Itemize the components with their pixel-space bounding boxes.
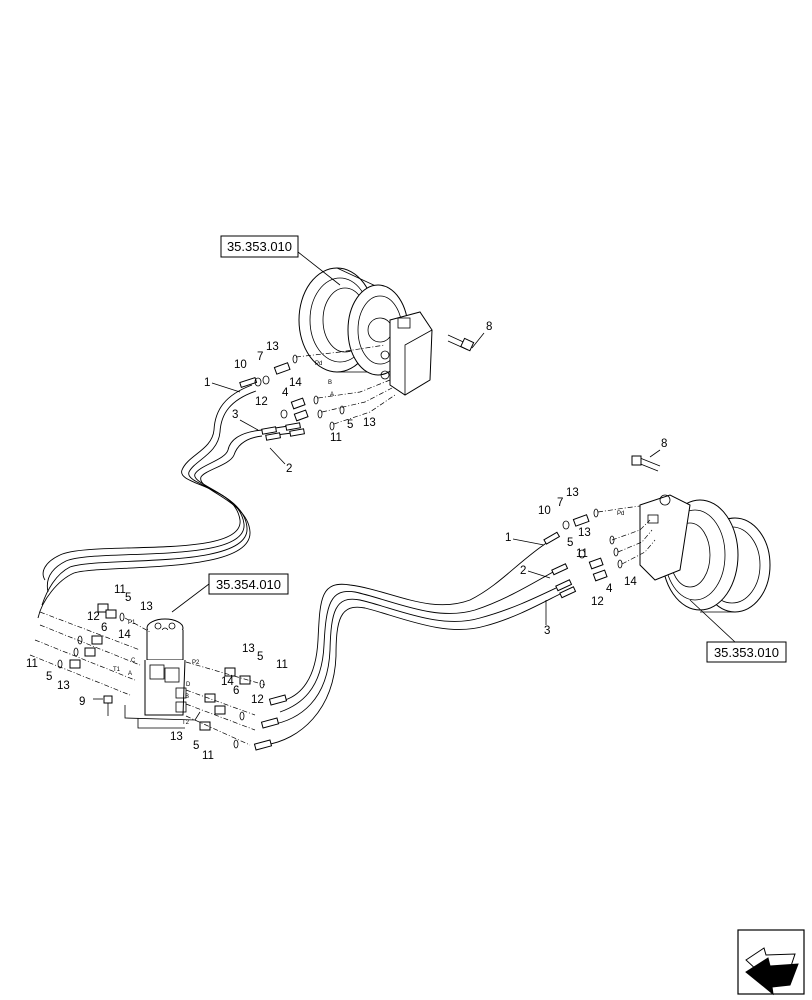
callouts-lower: 1 2 3 4 5 7 8 10 11 12 13 13 14 (505, 438, 667, 637)
callout: 13 (242, 643, 255, 655)
callout: 13 (140, 601, 153, 613)
callout: 11 (26, 658, 38, 670)
callout: 13 (266, 341, 279, 353)
callout: 9 (79, 696, 85, 708)
callouts-left-rotary: 11 5 13 12 6 14 11 5 13 9 (26, 584, 153, 708)
callout: 5 (193, 740, 199, 752)
callout: 13 (170, 731, 183, 743)
callout: 11 (276, 659, 288, 671)
callout: 7 (557, 497, 563, 509)
ref-box-motor-upper[interactable]: 35.353.010 (220, 235, 341, 286)
hose-fittings-upper (239, 376, 305, 441)
callout: 3 (232, 409, 238, 421)
callout: 14 (118, 629, 131, 641)
callout: 7 (257, 351, 263, 363)
ref-label-motor-lower[interactable]: 35.353.010 (714, 645, 779, 660)
callout: 6 (101, 622, 107, 634)
callout: 13 (578, 527, 591, 539)
hose-fittings-lower (253, 531, 577, 751)
callout: 14 (624, 576, 637, 588)
port-labels: P1 P2 T1 T2 A B C D (113, 620, 200, 726)
bolt-upper (447, 332, 485, 352)
port-label: B (185, 694, 189, 700)
callout: 5 (257, 651, 263, 663)
fittings-upper-motor: Pd B A (254, 344, 396, 431)
callout: 6 (233, 685, 239, 697)
callouts-right-rotary: 13 5 11 14 6 12 13 5 11 (170, 643, 288, 762)
hose-bundle-upper (37, 384, 301, 619)
fittings-right-rotary (185, 661, 266, 749)
ref-label-rotary-joint[interactable]: 35.354.010 (216, 577, 281, 592)
callout: 10 (538, 505, 551, 517)
port-label: P1 (128, 620, 136, 626)
port-label: A (128, 671, 132, 677)
callout: 13 (363, 417, 376, 429)
callout: 13 (57, 680, 70, 692)
callout: 5 (567, 537, 573, 549)
upper-travel-motor (298, 267, 433, 396)
ref-box-rotary-joint[interactable]: 35.354.010 (171, 573, 289, 613)
callout: 12 (87, 611, 100, 623)
callout: 5 (125, 592, 131, 604)
ref-label-motor-upper[interactable]: 35.353.010 (227, 239, 292, 254)
callout: 2 (520, 565, 526, 577)
port-label: D (186, 682, 191, 688)
callout: 5 (46, 671, 52, 683)
lower-travel-motor (639, 494, 771, 613)
callout: 1 (505, 532, 511, 544)
callout: 12 (251, 694, 264, 706)
port-label-upper-a: A (330, 392, 334, 398)
callout: 11 (202, 750, 214, 762)
port-label: C (131, 658, 136, 664)
callout: 8 (486, 321, 492, 333)
bolt-9 (93, 695, 113, 716)
port-label-upper: Pd (315, 361, 322, 367)
callout: 14 (289, 377, 302, 389)
port-label: T2 (182, 720, 190, 726)
ref-box-motor-lower[interactable]: 35.353.010 (689, 599, 787, 663)
callout: 4 (282, 387, 289, 399)
callout: 2 (286, 463, 292, 475)
callout: 5 (347, 419, 353, 431)
callout: 8 (661, 438, 667, 450)
port-label: P2 (192, 660, 200, 666)
port-label-upper-b: B (328, 380, 332, 386)
bolt-lower (631, 449, 661, 472)
callout: 11 (576, 548, 588, 560)
callout: 13 (566, 487, 579, 499)
callout: 12 (591, 596, 604, 608)
callout: 1 (204, 377, 210, 389)
callout: 10 (234, 359, 247, 371)
callouts-upper: 1 2 3 4 5 7 8 10 11 12 13 13 14 (204, 321, 492, 475)
callout: 12 (255, 396, 268, 408)
port-label: T1 (113, 667, 121, 673)
rotary-joint (124, 618, 201, 729)
port-label-lower: Pd (617, 511, 624, 517)
callout: 4 (606, 583, 613, 595)
callout: 11 (114, 584, 126, 596)
fittings-lower-motor: Pd (562, 505, 656, 582)
fittings-left-rotary (29, 603, 151, 696)
callout: 14 (221, 676, 234, 688)
hose-bundle-lower (264, 541, 561, 746)
callout: 11 (330, 432, 342, 444)
callout: 3 (544, 625, 550, 637)
arrow-nav-icon[interactable] (737, 929, 805, 996)
